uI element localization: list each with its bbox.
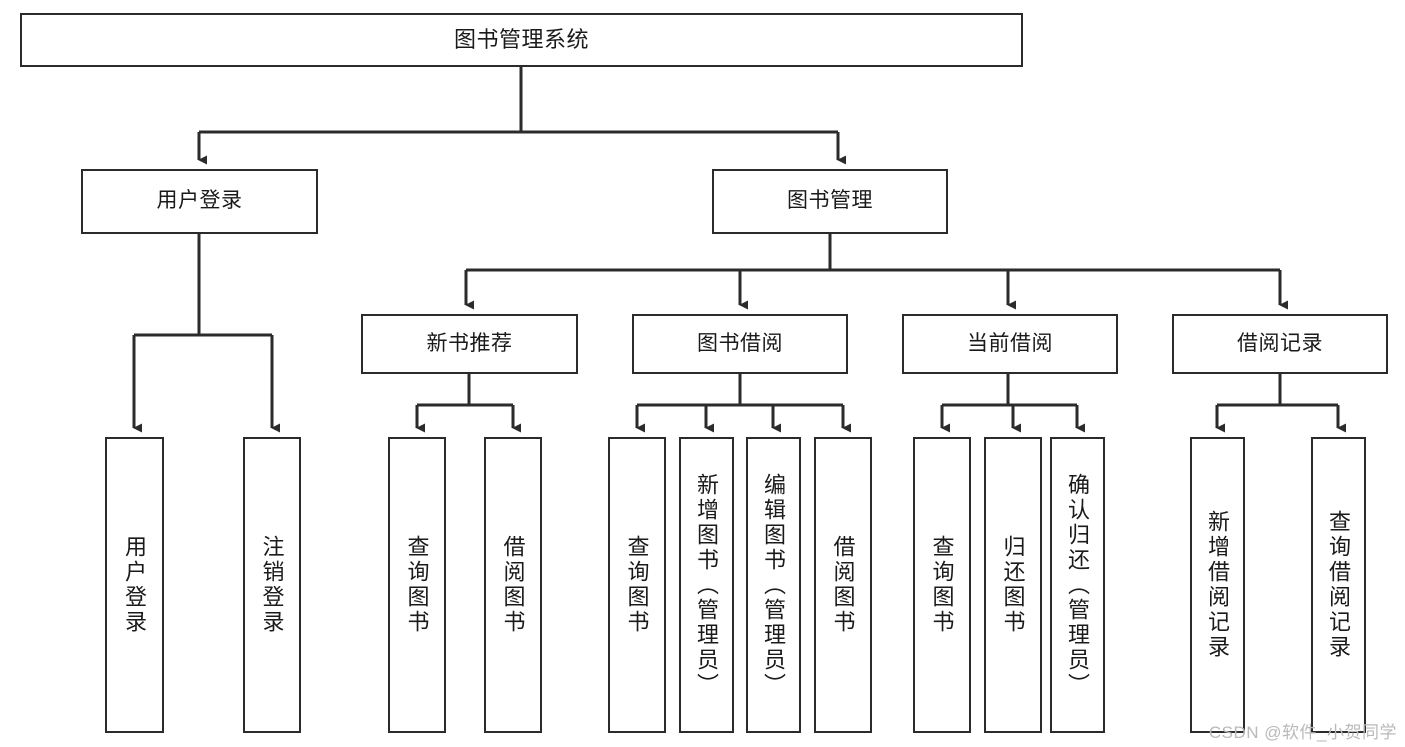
leaf-borrow-book-borrow[interactable]: 借阅图书 (814, 437, 872, 733)
leaf-query-borrow-record[interactable]: 查询借阅记录 (1311, 437, 1366, 733)
node-label: 用户登录 (122, 535, 148, 635)
leaf-query-book-recommend[interactable]: 查询图书 (388, 437, 446, 733)
node-user-login[interactable]: 用户登录 (81, 169, 318, 234)
leaf-add-book-admin[interactable]: 新增图书（管理员） (679, 437, 734, 733)
node-label: 查询借阅记录 (1326, 510, 1352, 660)
csdn-watermark: CSDN @软件_小贺同学 (1208, 723, 1397, 742)
node-system-root[interactable]: 图书管理系统 (20, 13, 1023, 67)
leaf-confirm-return-admin[interactable]: 确认归还（管理员） (1050, 437, 1105, 733)
leaf-borrow-book-recommend[interactable]: 借阅图书 (484, 437, 542, 733)
node-label: 新增借阅记录 (1205, 510, 1231, 660)
node-label: 图书管理 (787, 189, 873, 213)
node-label: 确认归还（管理员） (1065, 472, 1091, 698)
leaf-user-login[interactable]: 用户登录 (105, 437, 164, 733)
node-label: 借阅图书 (830, 535, 856, 635)
node-book-borrow[interactable]: 图书借阅 (632, 314, 848, 374)
node-current-borrow[interactable]: 当前借阅 (902, 314, 1118, 374)
node-label: 注销登录 (259, 535, 285, 635)
node-label: 查询图书 (624, 535, 650, 635)
node-label: 新书推荐 (426, 331, 513, 355)
node-label: 归还图书 (1000, 535, 1026, 635)
node-label: 编辑图书（管理员） (761, 472, 787, 698)
node-label: 当前借阅 (967, 331, 1053, 355)
node-label: 借阅记录 (1237, 331, 1323, 355)
leaf-edit-book-admin[interactable]: 编辑图书（管理员） (746, 437, 801, 733)
leaf-add-borrow-record[interactable]: 新增借阅记录 (1190, 437, 1245, 733)
node-label: 借阅图书 (500, 535, 526, 635)
leaf-query-book-borrow[interactable]: 查询图书 (608, 437, 666, 733)
node-label: 图书借阅 (697, 331, 783, 355)
node-label: 图书管理系统 (453, 27, 589, 53)
node-book-manage[interactable]: 图书管理 (712, 169, 948, 234)
node-label: 用户登录 (156, 189, 243, 213)
leaf-query-book-current[interactable]: 查询图书 (913, 437, 971, 733)
node-label: 新增图书（管理员） (694, 472, 720, 698)
node-new-book-recommend[interactable]: 新书推荐 (361, 314, 578, 374)
node-label: 查询图书 (929, 535, 955, 635)
leaf-return-book[interactable]: 归还图书 (984, 437, 1042, 733)
leaf-logout[interactable]: 注销登录 (243, 437, 301, 733)
node-borrow-record[interactable]: 借阅记录 (1172, 314, 1388, 374)
node-label: 查询图书 (404, 535, 430, 635)
